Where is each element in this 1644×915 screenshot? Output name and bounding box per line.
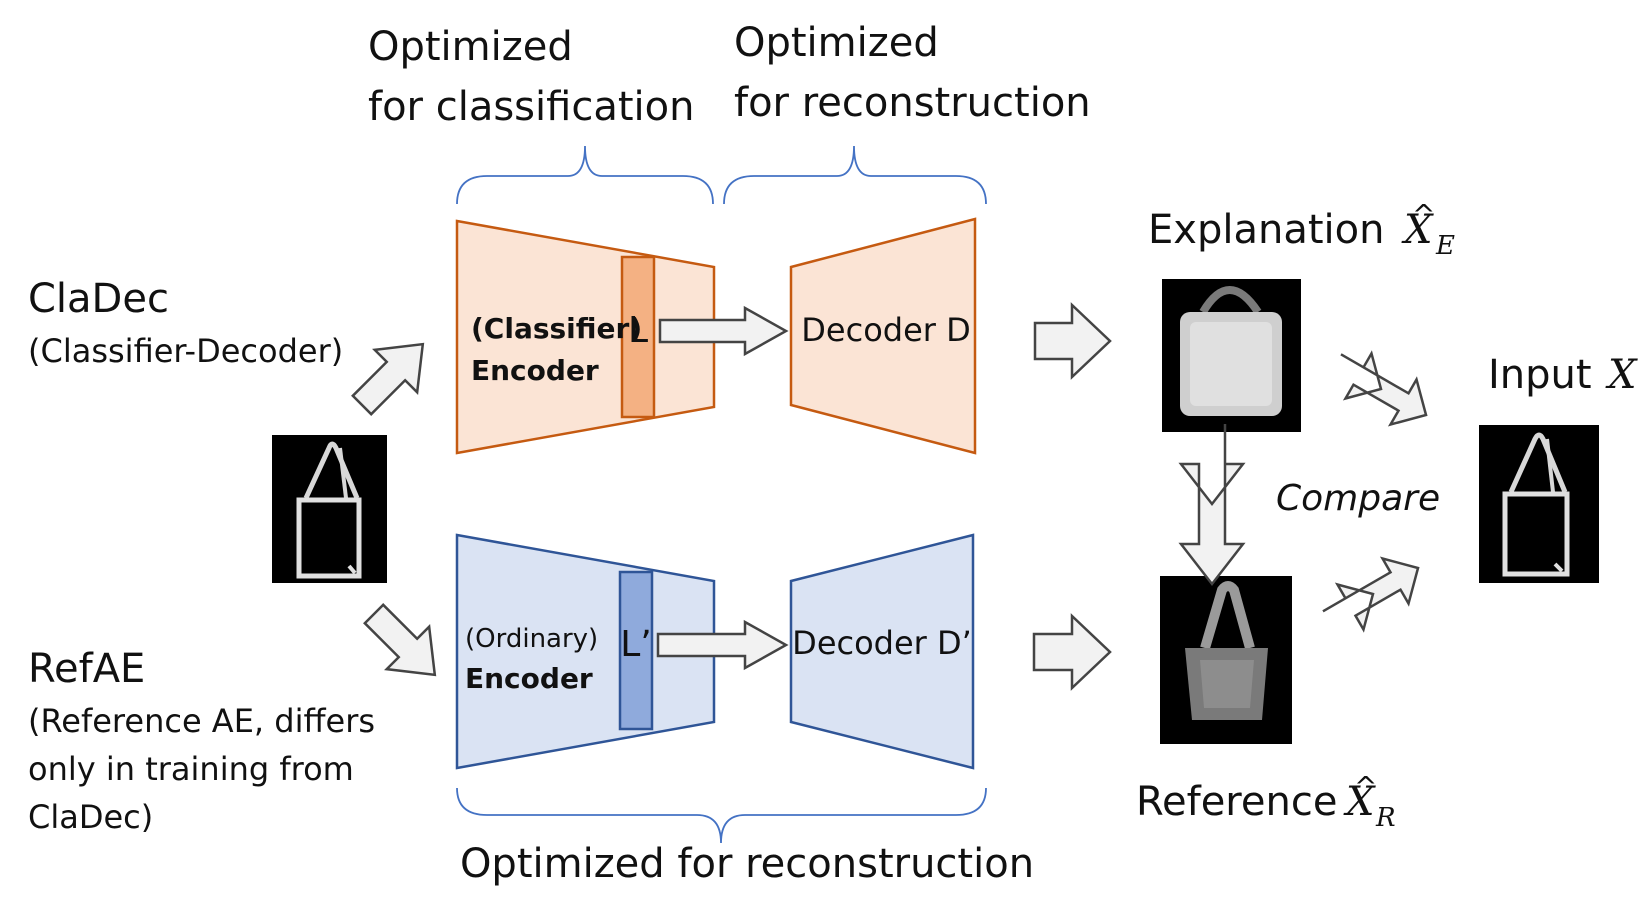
refae-title: RefAE (28, 646, 145, 692)
arrow-to-cladec (351, 342, 425, 416)
cladec-latent-l (620, 255, 656, 419)
cladec-decoder-label: Decoder D (801, 311, 970, 349)
explanation-image (1162, 279, 1301, 432)
cladec-latent-to-decoder-arrow (658, 305, 789, 357)
compare-arrow-reference-input (1322, 556, 1420, 633)
explanation-subscript: E (1435, 231, 1455, 261)
explanation-hat: ^ (1412, 198, 1435, 231)
compare-label: Compare (1276, 478, 1440, 519)
reference-symbol: X (1343, 779, 1376, 825)
refae-latent-label: L’ (620, 624, 652, 665)
brace-bottom (456, 787, 987, 844)
cladec-subtitle: (Classifier-Decoder) (28, 332, 343, 370)
arrow-to-refae (363, 603, 437, 677)
input-image-left (272, 435, 387, 583)
reference-subscript: R (1375, 803, 1396, 833)
compare-vertical-arrow (1178, 424, 1246, 587)
input-symbol: X (1605, 352, 1638, 398)
brace-encoder-top (456, 145, 714, 205)
cladec-encoder-line1: (Classifier) (471, 312, 642, 345)
explanation-label: Explanation (1148, 207, 1384, 253)
refae-subtitle-line2: only in training from (28, 750, 354, 788)
reference-label: Reference (1136, 779, 1337, 825)
reference-image (1160, 576, 1292, 744)
top-label-reconstruction-line1: Optimized (734, 20, 939, 66)
refae-latent-l (618, 570, 654, 731)
cladec-encoder-line2: Encoder (471, 354, 599, 387)
top-label-classification-line2: for classification (368, 84, 694, 130)
refae-decoder-label: Decoder D’ (792, 624, 972, 662)
top-label-reconstruction-line2: for reconstruction (734, 80, 1091, 126)
compare-arrow-explanation-input (1340, 350, 1428, 427)
cladec-title: ClaDec (28, 276, 169, 322)
cladec-decoder-shape (789, 217, 977, 455)
reference-hat: ^ (1354, 770, 1377, 803)
refae-subtitle-line3: ClaDec) (28, 798, 153, 836)
refae-encoder-line2: Encoder (465, 662, 593, 695)
arrow-refae-output (1032, 613, 1112, 691)
arrow-cladec-output (1033, 302, 1112, 380)
refae-latent-to-decoder-arrow (656, 619, 789, 671)
explanation-symbol: X (1401, 207, 1434, 253)
top-label-classification-line1: Optimized (368, 24, 573, 70)
brace-decoder-top (723, 145, 987, 205)
input-image-right (1479, 425, 1599, 583)
input-label: Input (1488, 352, 1592, 398)
refae-decoder-shape (789, 533, 975, 770)
refae-encoder-line1: (Ordinary) (465, 624, 598, 654)
bottom-label: Optimized for reconstruction (460, 841, 1034, 887)
cladec-latent-label: L (628, 310, 648, 351)
refae-subtitle-line1: (Reference AE, differs (28, 702, 375, 740)
